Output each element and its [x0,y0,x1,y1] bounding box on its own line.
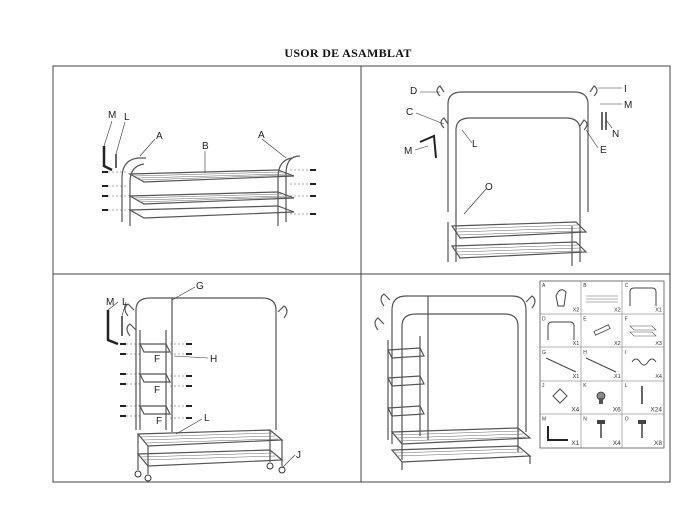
label-L: L [204,413,210,424]
part-qty-D: X1 [573,341,580,347]
part-qty-L: X24 [650,407,662,414]
part-id-M: M [542,417,546,423]
part-id-B: B [583,283,587,289]
part-id-D: D [542,316,546,322]
label-F: F [154,385,160,396]
part-id-J: J [542,383,545,389]
part-qty-F: X3 [655,341,662,347]
part-qty-C: X1 [655,307,662,313]
label-M: M [624,100,632,111]
label-F: F [156,416,162,427]
label-M: M [404,146,412,157]
part-id-L: L [625,383,628,389]
label-E: E [600,145,607,156]
label-I: I [624,84,627,95]
part-id-I: I [625,350,626,356]
part-id-G: G [542,350,546,356]
part-id-F: F [625,316,628,322]
label-M: M [106,297,114,308]
part-id-A: A [542,283,546,289]
step-1-illustration: M L A B A [102,110,316,226]
label-D: D [410,86,417,97]
label-L: L [122,297,128,308]
label-M: M [108,110,116,121]
part-qty-B: X2 [614,307,621,313]
label-N: N [612,129,619,140]
part-qty-M: X1 [571,440,579,447]
label-J: J [296,450,301,461]
label-B: B [202,141,209,152]
part-qty-G: X1 [573,374,580,380]
step-4-illustration [374,293,536,470]
label-F: F [154,354,160,365]
part-id-C: C [625,283,629,289]
label-O: O [485,182,493,193]
part-qty-J: X4 [571,407,579,414]
part-qty-A: X2 [573,307,580,313]
step-2-illustration: D I C M L M N E O [404,84,632,266]
part-qty-E: X2 [614,341,621,347]
part-id-E: E [583,316,587,322]
part-qty-K: X6 [613,407,621,414]
part-qty-H: X1 [614,374,621,380]
label-G: G [196,281,204,292]
label-A: A [156,131,163,142]
parts-list: AX2BX2CX1DX1EX2FX3GX1HX1IX4JX4KX6LX24MX1… [539,280,665,449]
part-qty-N: X4 [613,440,621,447]
label-L: L [124,112,130,123]
page-title: USOR DE ASAMBLAT [284,46,412,60]
part-id-H: H [583,350,587,356]
part-id-N: N [583,417,587,423]
part-qty-O: X8 [654,440,662,447]
part-id-K: K [583,383,587,389]
label-C: C [406,107,413,118]
step-3-illustration: M L G H F F F L J [106,281,301,482]
label-A: A [258,130,265,141]
part-qty-I: X4 [655,374,662,380]
part-id-O: O [625,417,629,423]
label-L: L [472,139,478,150]
label-H: H [210,354,217,365]
